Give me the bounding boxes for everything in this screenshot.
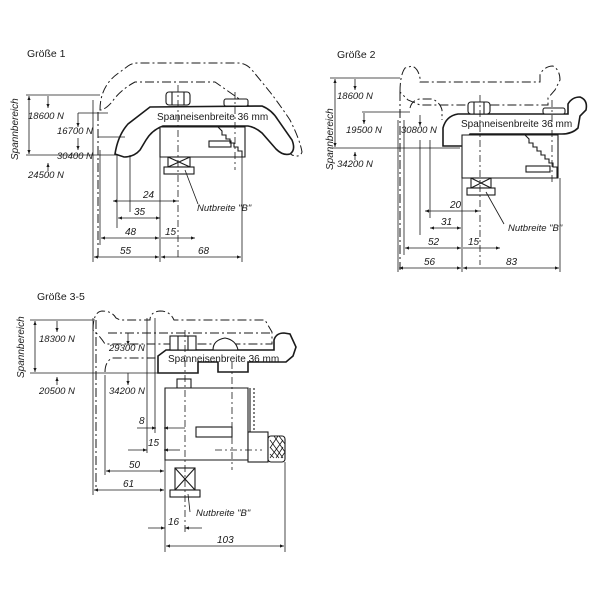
view-title: Größe 1: [27, 48, 66, 60]
view-size-2: Größe 2 Spannbereich Spanneisenbreite 36…: [325, 49, 588, 272]
slot-width-label: Nutbreite "B": [508, 223, 563, 234]
force-label: 24500 N: [27, 170, 64, 181]
clamp-iron: [442, 96, 588, 147]
dimension-value: 50: [129, 460, 141, 471]
dimension-value: 56: [424, 257, 436, 268]
phantom-clamp-upper: [399, 65, 561, 106]
clamp-width-label: Spanneisenbreite 36 mm: [461, 119, 572, 130]
dimension-value: 35: [134, 207, 146, 218]
view-title: Größe 2: [337, 49, 376, 61]
force-label: 30400 N: [57, 151, 93, 162]
dimension-value: 24: [142, 190, 155, 201]
force-label: 20500 N: [38, 386, 75, 397]
knurl-pattern: [269, 435, 286, 459]
clamp-iron: [157, 332, 297, 374]
serration: [524, 134, 558, 178]
spacer: [176, 378, 192, 389]
clamping-range-label: Spannbereich: [16, 316, 27, 378]
clamp-width-label: Spanneisenbreite 36 mm: [168, 354, 279, 365]
view-size-3-5: Größe 3-5 Spannbereich Spanneisenbreite …: [16, 291, 297, 552]
clamp-width-label: Spanneisenbreite 36 mm: [157, 112, 268, 123]
slot-window: [525, 165, 551, 173]
slot-width-label: Nutbreite "B": [196, 508, 251, 519]
dimension-value: 48: [125, 227, 137, 238]
clamping-range-label: Spannbereich: [10, 98, 21, 160]
dimension-value: 52: [428, 237, 440, 248]
force-label: 34200 N: [337, 159, 373, 170]
force-label: 18600 N: [337, 91, 373, 102]
force-label: 18300 N: [39, 334, 75, 345]
force-label: 34200 N: [109, 386, 145, 397]
force-label: 19500 N: [346, 125, 382, 136]
t-nut-base: [163, 166, 195, 175]
knob-housing: [247, 431, 269, 463]
set-screw-head: [542, 107, 566, 115]
clamp-iron: [114, 105, 295, 158]
dimension-value: 68: [198, 246, 210, 257]
clamp-body: [159, 126, 246, 158]
dimension-value: 15: [468, 237, 480, 248]
dimension-value: 103: [217, 535, 234, 546]
dimension-value: 8: [139, 416, 145, 427]
dimension-value: 15: [148, 438, 160, 449]
view-title: Größe 3-5: [37, 291, 85, 303]
dimension-value: 31: [441, 217, 452, 228]
dome-pad: [212, 337, 239, 351]
force-label: 29300 N: [108, 343, 145, 354]
serration: [217, 126, 243, 157]
hex-nut: [467, 101, 491, 115]
cross: [174, 467, 196, 491]
hex-nut: [169, 335, 197, 351]
force-label: 18600 N: [28, 111, 64, 122]
clamp-body: [164, 387, 249, 461]
clamping-range-label: Spannbereich: [325, 108, 336, 170]
force-label: 16700 N: [57, 126, 93, 137]
dimension-value: 20: [449, 200, 462, 211]
t-nut-base: [466, 187, 496, 196]
cross: [470, 177, 492, 189]
phantom-clamp-lower: [104, 357, 170, 373]
cross: [167, 156, 191, 168]
slot-window: [208, 140, 232, 148]
force-label: 30800 N: [401, 125, 437, 136]
phantom-jaw: [409, 98, 443, 120]
clamp-body: [461, 134, 559, 179]
slot-leader: [187, 493, 191, 513]
dimension-value: 61: [123, 479, 134, 490]
dimension-value: 83: [506, 257, 518, 268]
view-size-1: Größe 1 Spannbereich Spanneisenbreite 36…: [10, 48, 303, 262]
slot-leader: [184, 169, 199, 205]
phantom-clamp-upper: [99, 62, 303, 157]
dimension-value: 55: [120, 246, 132, 257]
slot-width-label: Nutbreite "B": [197, 203, 252, 214]
dimension-value: 15: [165, 227, 177, 238]
slot-leader: [485, 191, 505, 225]
dimension-value: 16: [168, 517, 180, 528]
set-screw-head: [223, 98, 249, 107]
phantom-clamp-upper: [92, 310, 273, 345]
